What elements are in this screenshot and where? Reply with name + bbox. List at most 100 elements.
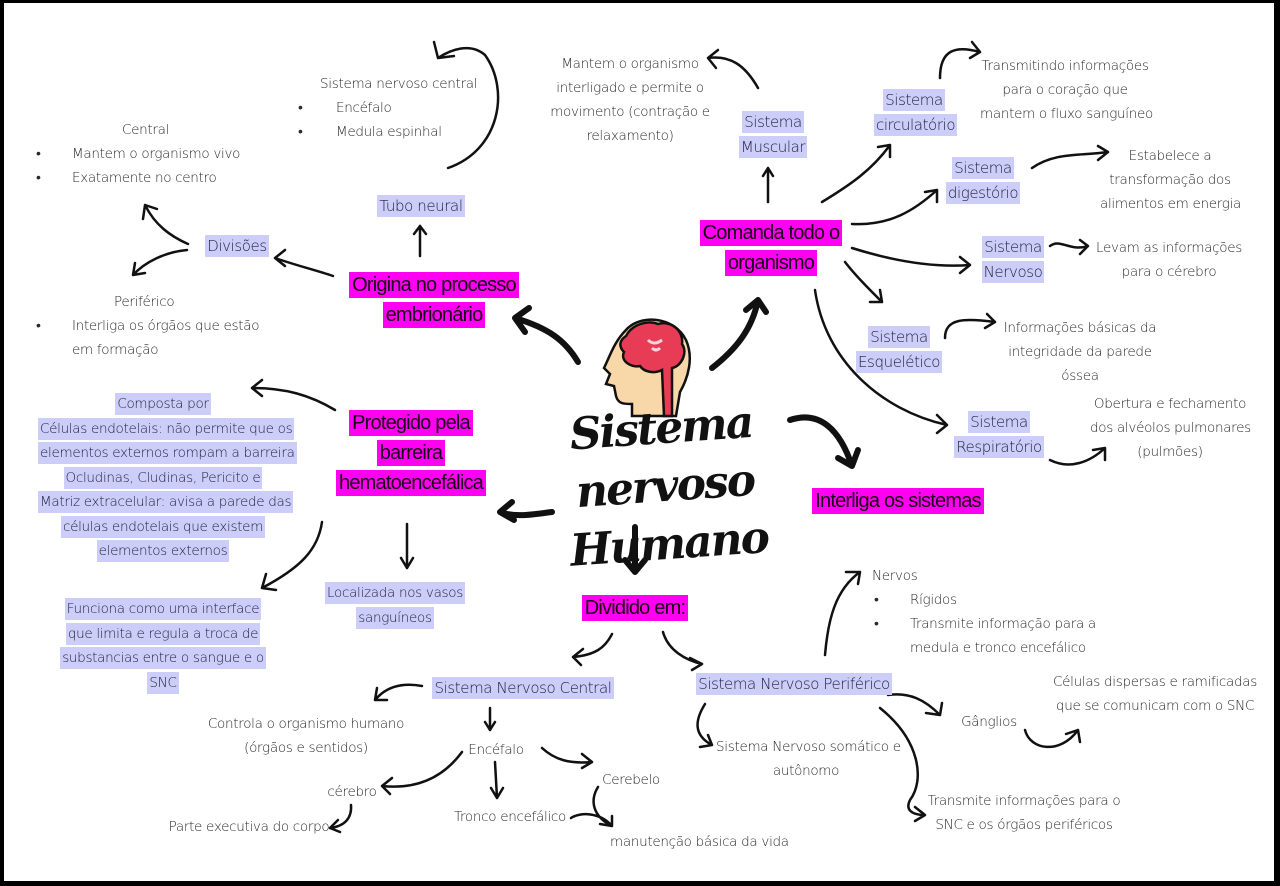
funciona-line: que limita e regula a troca de bbox=[65, 622, 261, 645]
esqueletico-desc-line: integridade da parede bbox=[1008, 344, 1152, 360]
nervos-item: •Transmite informação para a bbox=[874, 616, 1096, 632]
digestorio-line-2: digestório bbox=[945, 182, 1021, 204]
somatico-line: autônomo bbox=[772, 763, 840, 779]
composta-line: Células endotelais: não permite que os bbox=[38, 417, 295, 440]
nervos-list: Nervos •Rígidos •Transmite informação pa… bbox=[872, 564, 1096, 660]
ganglios-desc-line: Células dispersas e ramificadas bbox=[1053, 674, 1257, 690]
divisoes: Divisões bbox=[204, 234, 270, 259]
esqueletico-desc: Informações básicas da integridade da pa… bbox=[1000, 316, 1160, 388]
transmite-informacoes: Transmite informações para o SNC e os ór… bbox=[924, 789, 1124, 837]
controla-line: Controla o organismo humano bbox=[207, 716, 405, 732]
muscular-desc-line: Mantem o organismo bbox=[561, 56, 699, 72]
respiratorio-desc-line: (pulmões) bbox=[1137, 444, 1203, 460]
ganglios-desc-line: que se comunicam com o SNC bbox=[1055, 698, 1255, 714]
nervos-title: Nervos bbox=[872, 568, 918, 584]
sistema-nervoso: Sistema Nervoso bbox=[978, 235, 1048, 285]
esqueletico-desc-line: Informações básicas da bbox=[1003, 320, 1157, 336]
muscular-line-1: Sistema bbox=[742, 111, 804, 133]
sistema-nervoso-central: Sistema Nervoso Central bbox=[430, 676, 616, 701]
composta-line: Matriz extracelular: avisa a parede das bbox=[38, 491, 294, 513]
circulatorio-desc: Transmitindo informações para o coração … bbox=[980, 54, 1153, 126]
node-origina-line-2: embrionário bbox=[382, 302, 486, 328]
periferico-item-cont: em formação bbox=[72, 342, 159, 358]
nervoso-line-1: Sistema bbox=[982, 236, 1044, 258]
central-list: Central •Mantem o organismo vivo •Exatam… bbox=[34, 118, 264, 190]
esqueletico-desc-line: óssea bbox=[1061, 368, 1099, 384]
composta-line: elementos externos bbox=[96, 540, 230, 562]
transmite-line: Transmite informações para o bbox=[927, 793, 1121, 809]
node-origina: Origina no processo embrionário bbox=[336, 270, 532, 330]
composta-line: Ocludinas, Cludinas, Pericito e bbox=[63, 466, 263, 489]
node-interliga-line-1: Interliga os sistemas bbox=[812, 488, 984, 514]
funciona-line: Funciona como uma interface bbox=[64, 598, 262, 620]
cerebelo: Cerebelo bbox=[602, 772, 660, 788]
node-dividido: Dividido em: bbox=[580, 593, 690, 623]
localizada-line: Localizada nos vasos bbox=[325, 582, 465, 604]
nervoso-desc-line: para o cérebro bbox=[1121, 264, 1217, 280]
muscular-desc-line: movimento (contração e bbox=[550, 104, 710, 120]
node-origina-line-1: Origina no processo bbox=[349, 272, 519, 298]
central-title: Central bbox=[122, 122, 170, 138]
transmite-line: SNC e os órgãos periféricos bbox=[935, 817, 1113, 833]
ganglios: Gânglios bbox=[961, 714, 1017, 730]
nervoso-desc: Levam as informações para o cérebro bbox=[1094, 236, 1244, 284]
ganglios-desc: Células dispersas e ramificadas que se c… bbox=[1052, 670, 1258, 718]
localizada-line: sanguíneos bbox=[356, 606, 434, 629]
funciona-line: SNC bbox=[147, 671, 179, 694]
nervos-item: •Rígidos bbox=[874, 592, 957, 608]
snc-list-item: •Medula espinhal bbox=[298, 124, 442, 140]
esqueletico-line-1: Sistema bbox=[868, 326, 930, 348]
somatico-line: Sistema Nervoso somático e bbox=[716, 739, 901, 755]
circulatorio-line-2: circulatório bbox=[874, 114, 958, 136]
node-comanda-line-2: organismo bbox=[724, 250, 818, 276]
respiratorio-line-2: Respiratório bbox=[954, 436, 1044, 458]
digestorio-desc-line: alimentos em energia bbox=[1100, 196, 1242, 212]
circulatorio-desc-line: mantem o fluxo sanguíneo bbox=[980, 106, 1153, 122]
node-protegido-line-3: hematoencefálica bbox=[336, 470, 486, 496]
divisoes-label: Divisões bbox=[205, 235, 269, 257]
circulatorio-desc-line: Transmitindo informações bbox=[981, 58, 1149, 74]
nervos-item-cont: medula e tronco encefálico bbox=[910, 640, 1086, 656]
funciona-line: substancias entre o sangue e o bbox=[60, 647, 266, 669]
periferico-list: Periférico •Interliga os órgãos que estã… bbox=[34, 290, 264, 362]
sistema-muscular: Sistema Muscular bbox=[738, 110, 808, 160]
node-comanda: Comanda todo o organismo bbox=[688, 218, 854, 278]
snc-list-title: Sistema nervoso central bbox=[320, 76, 478, 92]
localizada-vasos: Localizada nos vasos sanguíneos bbox=[320, 581, 470, 630]
muscular-desc: Mantem o organismo interligado e permite… bbox=[550, 52, 710, 148]
tubo-neural: Tubo neural bbox=[376, 194, 466, 219]
snc-list-item: •Encéfalo bbox=[298, 100, 392, 116]
composta-line: células endotelais que existem bbox=[60, 515, 266, 538]
digestorio-desc: Estabelece a transformação dos alimentos… bbox=[1100, 144, 1242, 216]
node-comanda-line-1: Comanda todo o bbox=[699, 220, 843, 246]
muscular-desc-line: interligado e permite o bbox=[556, 80, 704, 96]
node-interliga: Interliga os sistemas bbox=[800, 486, 996, 516]
respiratorio-desc-line: Obertura e fechamento bbox=[1093, 396, 1247, 412]
parte-executiva: Parte executiva do corpo bbox=[168, 819, 330, 835]
node-dividido-line-1: Dividido em: bbox=[581, 595, 689, 621]
central-item: •Mantem o organismo vivo bbox=[36, 146, 241, 162]
encefalo: Encéfalo bbox=[468, 742, 524, 758]
controla-organismo: Controla o organismo humano (órgãos e se… bbox=[206, 712, 406, 760]
sistema-digestorio: Sistema digestório bbox=[945, 156, 1021, 206]
sistema-circulatorio: Sistema circulatório bbox=[874, 88, 958, 138]
nervoso-desc-line: Levam as informações bbox=[1096, 240, 1242, 256]
snp-label: Sistema Nervoso Periférico bbox=[696, 673, 892, 695]
respiratorio-desc: Obertura e fechamento dos alvéolos pulmo… bbox=[1090, 392, 1251, 464]
composta-por: Composta por Células endotelais: não per… bbox=[38, 392, 297, 564]
sistema-esqueletico: Sistema Esquelético bbox=[854, 325, 944, 375]
funciona-como: Funciona como uma interface que limita e… bbox=[58, 597, 268, 695]
respiratorio-line-1: Sistema bbox=[968, 411, 1030, 433]
sistema-nervoso-periferico: Sistema Nervoso Periférico bbox=[694, 672, 894, 697]
nervoso-line-2: Nervoso bbox=[981, 261, 1045, 283]
digestorio-line-1: Sistema bbox=[952, 157, 1014, 179]
manutencao-vida: manutenção básica da vida bbox=[610, 834, 789, 850]
snc-label: Sistema Nervoso Central bbox=[432, 677, 614, 699]
node-protegido: Protegido pela barreira hematoencefálica bbox=[326, 408, 496, 498]
snc-list: Sistema nervoso central •Encéfalo •Medul… bbox=[296, 72, 478, 144]
muscular-line-2: Muscular bbox=[738, 136, 808, 158]
periferico-item: •Interliga os órgãos que estão bbox=[36, 318, 260, 334]
composta-line: elementos externos rompam a barreira bbox=[38, 442, 297, 464]
muscular-desc-line: relaxamento) bbox=[586, 128, 674, 144]
tubo-neural-label: Tubo neural bbox=[377, 195, 465, 217]
